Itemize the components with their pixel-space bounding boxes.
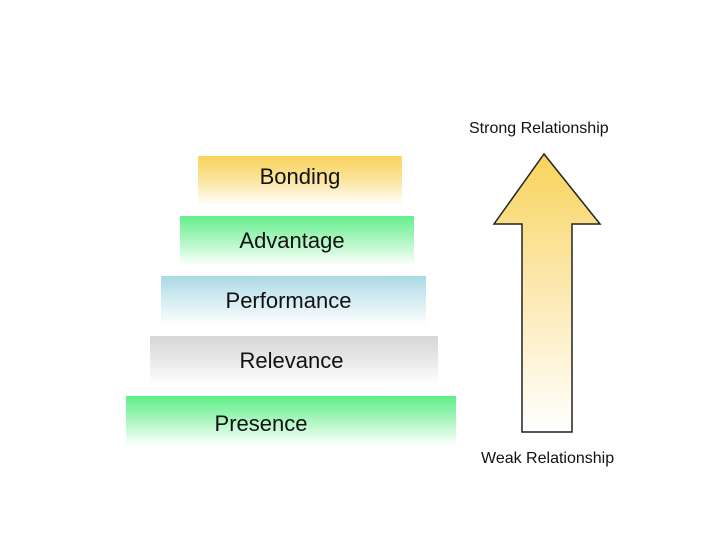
tier-performance-label: Performance xyxy=(225,288,352,313)
tier-bonding: Bonding xyxy=(198,156,402,206)
tier-presence-label: Presence xyxy=(214,411,308,436)
tier-advantage-label: Advantage xyxy=(239,228,345,253)
up-arrow-shape xyxy=(492,152,602,433)
tier-relevance-label: Relevance xyxy=(239,348,344,373)
tier-advantage: Advantage xyxy=(180,216,414,266)
tier-performance: Performance xyxy=(161,276,426,326)
tier-presence: Presence xyxy=(126,396,456,446)
tier-relevance: Relevance xyxy=(150,336,438,386)
tier-bonding-label: Bonding xyxy=(259,164,341,189)
up-arrow-icon xyxy=(492,152,602,433)
strong-relationship-label: Strong Relationship xyxy=(469,120,609,137)
weak-relationship-label: Weak Relationship xyxy=(481,450,615,467)
